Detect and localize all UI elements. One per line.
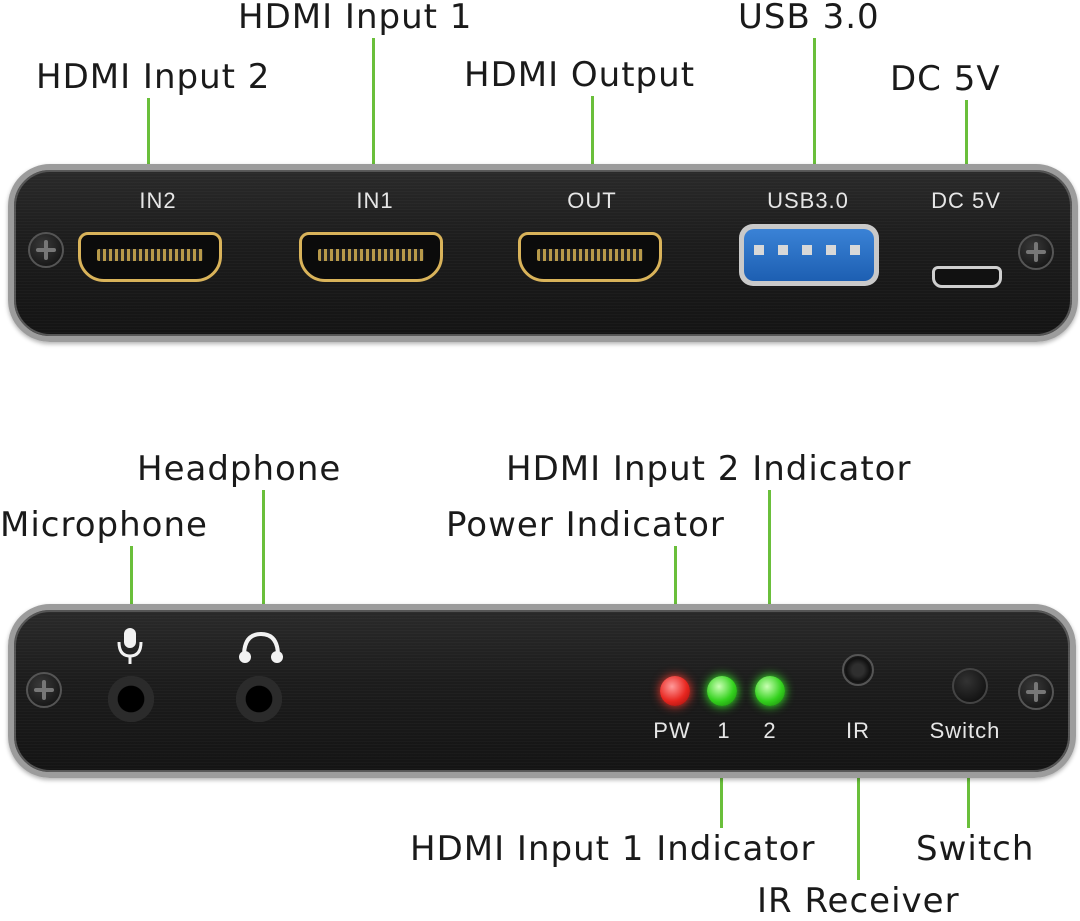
screw-icon — [1018, 234, 1054, 270]
label-led-1: 1 — [717, 718, 731, 743]
label-led-2: 2 — [763, 718, 777, 743]
power-indicator-led — [660, 676, 690, 706]
callout-hdmi-input-2: HDMI Input 2 — [36, 57, 271, 97]
callout-ir-receiver: IR Receiver — [757, 881, 960, 921]
callout-switch: Switch — [916, 829, 1035, 869]
dc-5v-port — [932, 266, 1002, 288]
switch-button[interactable] — [952, 668, 988, 704]
usb-30-port — [739, 224, 879, 286]
label-in1: IN1 — [356, 188, 394, 213]
label-dc-5v: DC 5V — [931, 188, 1001, 213]
callout-hdmi-input-1: HDMI Input 1 — [238, 0, 473, 37]
headphone-jack — [236, 676, 282, 722]
leader-usb-30 — [813, 38, 816, 242]
leader-headphone — [262, 490, 265, 698]
screw-icon — [1018, 674, 1054, 710]
hdmi-output-port — [518, 232, 662, 282]
callout-headphone: Headphone — [137, 449, 342, 489]
callout-dc-5v: DC 5V — [890, 59, 1001, 99]
hdmi-input-1-indicator-led — [707, 676, 737, 706]
callout-power-indicator: Power Indicator — [446, 505, 725, 545]
callout-usb-30: USB 3.0 — [738, 0, 880, 37]
hdmi-input-2-port — [78, 232, 222, 282]
microphone-jack — [108, 676, 154, 722]
label-switch: Switch — [929, 718, 1001, 743]
label-out: OUT — [567, 188, 617, 213]
callout-microphone: Microphone — [0, 505, 208, 545]
label-ir: IR — [846, 718, 870, 743]
screw-icon — [28, 232, 64, 268]
label-usb30: USB3.0 — [767, 188, 849, 213]
ir-receiver — [842, 654, 874, 686]
hdmi-input-1-port — [299, 232, 443, 282]
callout-hdmi-input-1-indicator: HDMI Input 1 Indicator — [410, 829, 816, 869]
callout-hdmi-output: HDMI Output — [464, 55, 696, 95]
microphone-icon — [117, 628, 143, 664]
label-in2: IN2 — [139, 188, 177, 213]
hdmi-input-2-indicator-led — [755, 676, 785, 706]
label-pw: PW — [653, 718, 691, 743]
leader-hdmi-input-2-indicator — [768, 490, 771, 690]
screw-icon — [26, 672, 62, 708]
callout-hdmi-input-2-indicator: HDMI Input 2 Indicator — [506, 449, 912, 489]
leader-hdmi-input-1 — [372, 38, 375, 244]
front-panel — [8, 604, 1076, 778]
headphone-icon — [239, 631, 283, 663]
